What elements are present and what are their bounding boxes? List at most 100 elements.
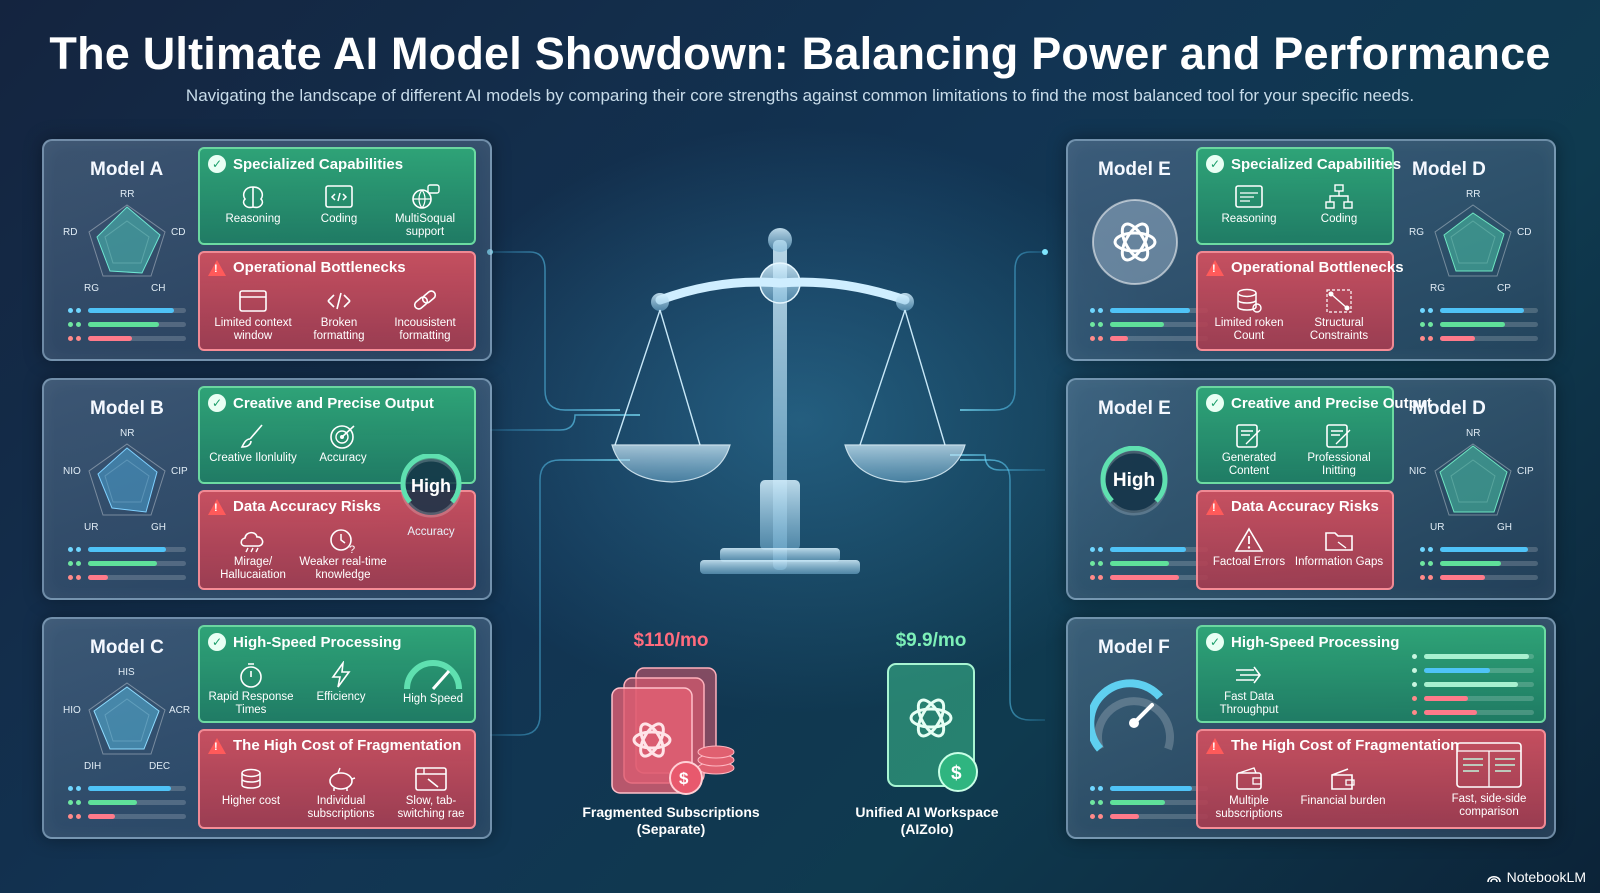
folder-icon bbox=[1325, 532, 1353, 551]
check-icon: ✓ bbox=[1206, 394, 1224, 412]
warning-icon bbox=[1206, 737, 1224, 754]
warning-icon bbox=[1206, 259, 1224, 276]
model-name: Model A bbox=[90, 159, 164, 180]
radar-label: UR bbox=[84, 522, 98, 533]
nodes-icon bbox=[1325, 184, 1353, 209]
window-icon bbox=[239, 290, 267, 312]
fragmented-caption: Fragmented Subscriptions (Separate) bbox=[582, 804, 760, 837]
radar-label: CD bbox=[171, 227, 185, 238]
fragmentation-panel: The High Cost of Fragmentation Multiple … bbox=[1196, 729, 1546, 829]
metric-bars-secondary bbox=[1420, 303, 1538, 345]
nodes-icon bbox=[1326, 289, 1352, 313]
card-model-b: Model B NR CIP GH UR NIO ✓ Creative and P… bbox=[42, 378, 492, 600]
radar-label: NR bbox=[1466, 428, 1480, 439]
radar-label: RR bbox=[1466, 189, 1480, 200]
radar-label: UR bbox=[1430, 522, 1444, 533]
throughput-bars bbox=[1412, 649, 1534, 719]
radar-label: RG bbox=[84, 283, 99, 294]
item-label: Broken formatting bbox=[313, 317, 365, 342]
panel-title: The High Cost of Fragmentation bbox=[1231, 737, 1460, 754]
risks-panel: Data Accuracy Risks Factoal Errors Infor… bbox=[1196, 490, 1394, 590]
item-label: Generated Content bbox=[1221, 452, 1277, 477]
check-icon: ✓ bbox=[208, 394, 226, 412]
radar-chart: HIS ACR DEC DIH HIO bbox=[63, 667, 190, 772]
model-name: Model E bbox=[1098, 398, 1171, 419]
code-icon bbox=[325, 185, 353, 208]
metric-bars bbox=[68, 781, 186, 823]
wallet-icon bbox=[1331, 768, 1355, 790]
unified-price: $9.9/mo bbox=[895, 630, 967, 651]
bottlenecks-panel: Operational Bottlenecks Limited roken Co… bbox=[1196, 251, 1404, 351]
panel-title: Creative and Precise Output bbox=[1231, 394, 1432, 412]
dollar-coin-icon bbox=[938, 752, 978, 792]
panel-title: High-Speed Processing bbox=[1231, 633, 1400, 651]
stopwatch-icon bbox=[240, 663, 262, 688]
item-label: Weaker real-time knowledge bbox=[299, 556, 387, 581]
chain-link-icon bbox=[413, 290, 437, 310]
item-label: Accuracy bbox=[319, 452, 367, 464]
radar-label: ACR bbox=[169, 705, 190, 716]
card-model-a: Model A RR CD CH RG RD ✓ Specialized Capa… bbox=[42, 139, 492, 361]
processing-panel: ✓ High-Speed Processing Fast Data Through… bbox=[1196, 625, 1546, 723]
gauge-label: Accuracy bbox=[407, 526, 455, 538]
metric-bars bbox=[1090, 781, 1208, 823]
unified-caption: Unified AI Workspace (AIZolo) bbox=[855, 804, 999, 837]
radar-label: RR bbox=[120, 189, 134, 200]
radar-label: NIO bbox=[63, 466, 81, 477]
panel-title: Specialized Capabilities bbox=[233, 155, 404, 173]
card-model-f: Model F ✓High-Speed Processing Fast Data… bbox=[1066, 617, 1556, 839]
processing-panel: ✓High-Speed Processing Rapid Response Ti… bbox=[198, 625, 476, 723]
warning-icon bbox=[208, 498, 226, 515]
radar-label: CD bbox=[1517, 227, 1531, 238]
item-label: Financial burden bbox=[1300, 795, 1386, 807]
slow-tab-icon bbox=[415, 767, 447, 791]
fast-arrows-icon bbox=[1236, 666, 1261, 684]
metric-bars bbox=[1090, 303, 1208, 345]
panel-title: Creative and Precise Output bbox=[233, 394, 434, 412]
fragmented-subscriptions-icon: $ bbox=[611, 667, 735, 795]
item-label: Slow, tab-switching rae bbox=[397, 795, 465, 820]
item-label: Multiple subscriptions bbox=[1215, 795, 1283, 820]
panel-title: Specialized Capabilities bbox=[1231, 155, 1402, 173]
item-label: Fast Data Throughput bbox=[1219, 691, 1279, 716]
metric-bars bbox=[68, 542, 186, 584]
radar-chart: RR CD CH RG RD bbox=[63, 189, 185, 294]
gauge-value: High bbox=[411, 476, 451, 496]
item-label: Reasoning bbox=[1221, 213, 1277, 225]
item-label: MultiSoqual support bbox=[394, 213, 456, 238]
panel-title: Operational Bottlenecks bbox=[233, 259, 406, 276]
page-title: The Ultimate AI Model Showdown: Balancin… bbox=[49, 28, 1551, 79]
panel-title: Data Accuracy Risks bbox=[233, 498, 381, 515]
fragmentation-panel: The High Cost of Fragmentation Higher co… bbox=[198, 729, 476, 829]
model-name: Model C bbox=[90, 637, 164, 658]
bottlenecks-panel: Operational Bottlenecks Limited context … bbox=[198, 251, 476, 351]
database-icon bbox=[1237, 288, 1262, 313]
item-label: Limited roken Count bbox=[1214, 317, 1284, 342]
check-icon: ✓ bbox=[208, 155, 226, 173]
gauge-value: High bbox=[1112, 470, 1156, 491]
speedometer-icon bbox=[404, 660, 462, 690]
svg-text:$: $ bbox=[679, 769, 689, 788]
radar-label: NIC bbox=[1409, 466, 1426, 477]
panel-title: Data Accuracy Risks bbox=[1231, 498, 1379, 515]
item-label: Rapid Response Times bbox=[208, 691, 294, 716]
output-panel: ✓ Creative and Precise Output Generated C… bbox=[1196, 386, 1432, 484]
model-name-secondary: Model D bbox=[1412, 159, 1486, 180]
check-icon: ✓ bbox=[1206, 633, 1224, 651]
item-label: Professional Initting bbox=[1307, 452, 1371, 477]
brand-logo: NotebookLM bbox=[1486, 869, 1586, 885]
item-label: Mirage/ Hallucaiation bbox=[220, 556, 286, 581]
fragmented-price: $110/mo bbox=[633, 630, 709, 651]
svg-text:?: ? bbox=[349, 544, 355, 554]
radar-chart: NR CIP GH UR NIO bbox=[63, 428, 188, 533]
ai-logo-icon bbox=[909, 698, 953, 738]
warning-icon bbox=[208, 737, 226, 754]
radar-label: HIS bbox=[118, 667, 135, 678]
capabilities-panel: ✓Specialized Capabilities Reasoning Codi… bbox=[198, 147, 476, 245]
radar-label: CP bbox=[1497, 283, 1511, 294]
item-label: Limited context window bbox=[214, 317, 292, 342]
item-label: Fast, side-side comparison bbox=[1451, 793, 1527, 818]
radar-chart: RR CD CP RG RG bbox=[1409, 189, 1531, 294]
panel-title: The High Cost of Fragmentation bbox=[233, 737, 462, 754]
model-name: Model B bbox=[90, 398, 164, 419]
